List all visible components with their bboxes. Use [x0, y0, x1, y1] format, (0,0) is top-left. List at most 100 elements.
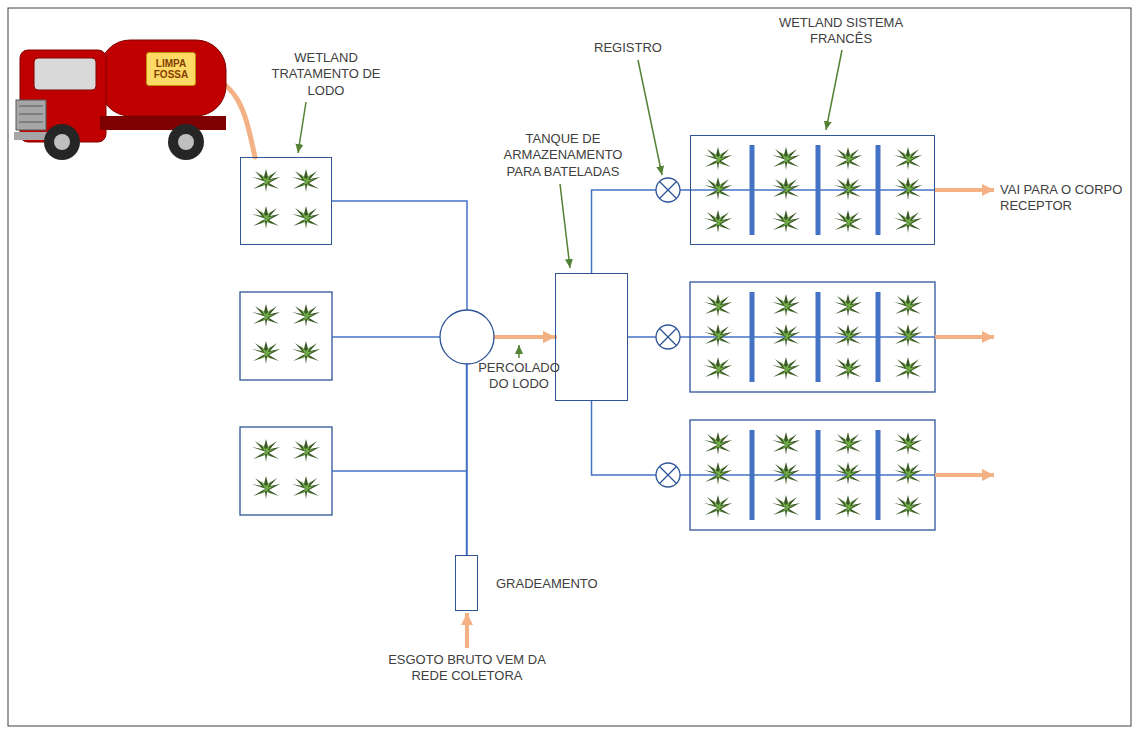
plant-symbol [894, 432, 922, 455]
plant-symbol [772, 177, 800, 200]
plant-symbol [772, 210, 800, 233]
node-heading: WETLAND SISTEMA FRANCÊS [756, 15, 926, 48]
filter-bar [750, 292, 755, 382]
plant-symbol [894, 495, 922, 518]
leader-arrow [298, 50, 842, 358]
filter-bar [816, 292, 821, 382]
plant-symbol [834, 177, 862, 200]
plant-symbol [894, 324, 922, 347]
plant-symbol [252, 169, 280, 192]
storage-tank: TANQUE DE ARMAZENAMENTO PARA BATELADAS [555, 273, 628, 401]
plant-symbol [772, 147, 800, 170]
connector-segment [466, 364, 468, 555]
truck-illustration [14, 40, 226, 160]
plant-symbol [252, 304, 280, 327]
plant-symbol [894, 357, 922, 380]
plant-symbol [292, 304, 320, 327]
plant-symbol [834, 432, 862, 455]
connector-segment [592, 190, 691, 273]
plant-symbol [772, 324, 800, 347]
connector-segment [494, 335, 555, 339]
pipe-line [690, 336, 935, 338]
plant-symbol [894, 294, 922, 317]
valve-symbol [656, 178, 680, 487]
filter-bar [750, 145, 755, 235]
plant-symbol [292, 169, 320, 192]
node-heading: TANQUE DE ARMAZENAMENTO PARA BATELADAS [489, 131, 637, 180]
filter-bar [816, 430, 821, 520]
connector-segment [494, 335, 555, 339]
pipe-line [690, 189, 935, 191]
plant-symbol [772, 495, 800, 518]
plant-symbol [704, 210, 732, 233]
plant-symbol [834, 357, 862, 380]
filter-bar [750, 430, 755, 520]
french-wetland-box [690, 420, 935, 530]
node-text: LIMPA FOSSA [148, 58, 194, 80]
plant-symbol [252, 476, 280, 499]
plant-symbol [834, 324, 862, 347]
plant-symbol [704, 324, 732, 347]
plant-symbol [894, 462, 922, 485]
frame [8, 8, 1131, 726]
plant-symbol [292, 341, 320, 364]
truck-tank-label: LIMPA FOSSA [146, 52, 196, 86]
filter-bar [816, 145, 821, 235]
plant-symbol [772, 294, 800, 317]
plant-symbol [704, 147, 732, 170]
screening-box: GRADEAMENTO [455, 555, 478, 611]
node-heading: GRADEAMENTO [496, 576, 626, 592]
plant-symbol [834, 495, 862, 518]
plant-symbol [834, 294, 862, 317]
plant-symbol [252, 439, 280, 462]
plant-symbol [894, 210, 922, 233]
plant-symbol [292, 206, 320, 229]
pipe-line [592, 401, 691, 475]
plant-symbol [252, 206, 280, 229]
sludge-wetland-box [240, 292, 332, 380]
plant-symbol [834, 210, 862, 233]
outlet-label: VAI PARA O CORPO RECEPTOR [1000, 182, 1125, 215]
flow-label: PERCOLADO DO LODO [478, 360, 560, 393]
plant-symbol [772, 432, 800, 455]
plant-symbol [704, 462, 732, 485]
plant-symbol [834, 147, 862, 170]
plant-symbol [252, 341, 280, 364]
french-wetland-box [690, 282, 935, 392]
junction-circle [440, 310, 494, 364]
filter-bar [876, 292, 881, 382]
plant-symbol [704, 495, 732, 518]
french-wetland-box: WETLAND SISTEMA FRANCÊS [690, 135, 935, 245]
pipe-line [332, 336, 440, 338]
inflow-arrow [465, 613, 469, 648]
pipe-line [466, 364, 468, 555]
inflow-label: ESGOTO BRUTO VEM DA REDE COLETORA [382, 652, 552, 685]
plant-symbol [894, 147, 922, 170]
connector-segment [332, 201, 467, 310]
valve-label: REGISTRO [588, 40, 668, 56]
plant-symbols [252, 147, 922, 518]
outlet-arrow [935, 190, 994, 475]
plant-symbol [704, 177, 732, 200]
node-heading: WETLAND TRATAMENTO DE LODO [261, 50, 391, 99]
wetland-internals [690, 145, 935, 520]
pipe-line [690, 474, 935, 476]
sludge-wetland-box: WETLAND TRATAMENTO DE LODO [240, 157, 332, 245]
plant-symbol [894, 177, 922, 200]
plant-symbol [704, 432, 732, 455]
plant-symbol [772, 357, 800, 380]
pipe-connector [592, 190, 691, 273]
plant-symbol [834, 462, 862, 485]
plant-symbol [292, 439, 320, 462]
plant-symbol [772, 462, 800, 485]
plant-symbol [704, 357, 732, 380]
filter-bar [876, 145, 881, 235]
pipe-line [332, 470, 467, 472]
plant-symbol [704, 294, 732, 317]
sludge-wetland-box [240, 427, 332, 515]
pipe-connector [332, 201, 555, 337]
plant-symbol [292, 476, 320, 499]
filter-bar [876, 430, 881, 520]
